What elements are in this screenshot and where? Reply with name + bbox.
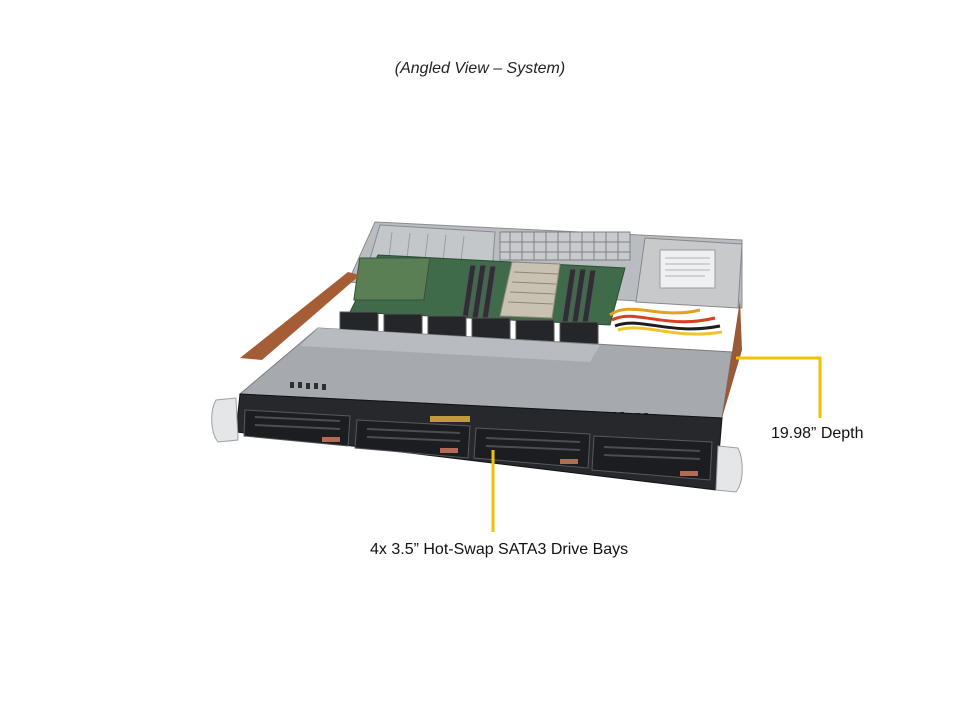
drive-bay-vents xyxy=(254,416,701,460)
power-cables xyxy=(609,307,723,336)
rack-ear-right xyxy=(715,445,743,493)
pcie-card xyxy=(353,257,431,301)
system-fans xyxy=(339,311,599,345)
rack-ear-left xyxy=(211,397,239,443)
power-supply-unit xyxy=(635,237,743,309)
depth-callout-line xyxy=(736,356,822,418)
depth-label: 19.98” Depth xyxy=(771,425,864,442)
figure-caption: (Angled View – System) xyxy=(394,60,566,77)
drive-bay-latches xyxy=(322,437,698,476)
chassis-left-wall xyxy=(240,272,360,360)
drive-bays-label: 4x 3.5” Hot-Swap SATA3 Drive Bays xyxy=(370,541,629,558)
brand-badge xyxy=(430,416,470,422)
rear-mesh-panel xyxy=(499,231,631,261)
cpu-heatsink xyxy=(499,261,561,319)
chassis-right-wall xyxy=(722,300,742,418)
memory-dimms xyxy=(461,264,597,324)
